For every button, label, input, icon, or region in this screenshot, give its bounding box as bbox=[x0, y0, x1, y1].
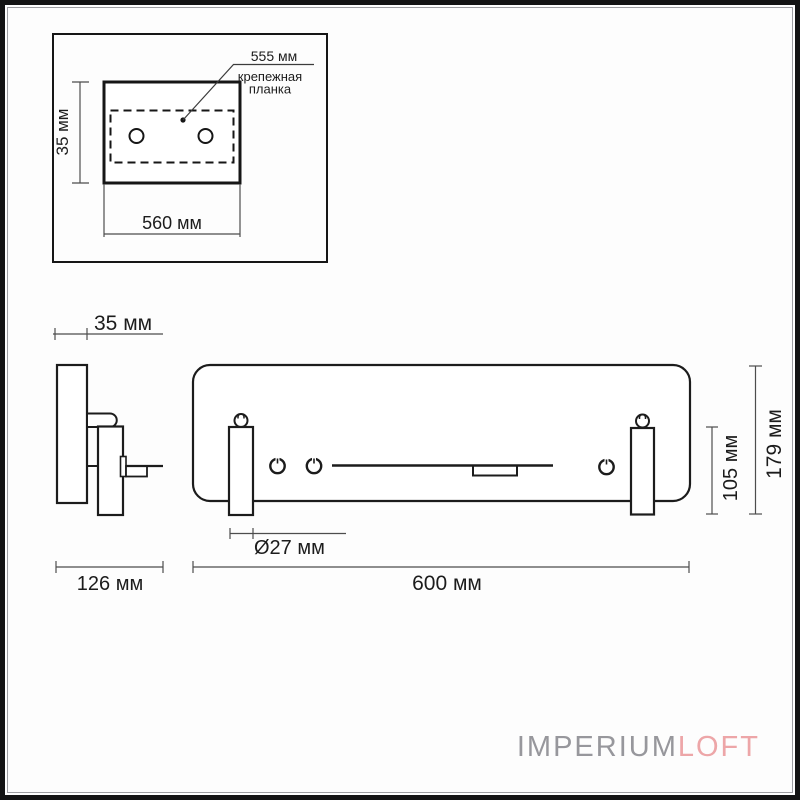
inset-width-label: 560 мм bbox=[142, 213, 202, 233]
diameter-label: Ø27 мм bbox=[254, 537, 325, 559]
mounting-inset-group: 555 мм крепежная планка 35 мм 560 мм bbox=[52, 33, 328, 263]
right-lamp-knob-slot bbox=[638, 413, 647, 419]
total-height-label: 179 мм bbox=[763, 409, 786, 479]
mounting-hole-right bbox=[197, 128, 214, 144]
mount-bar-name-line2: планка bbox=[249, 82, 292, 97]
front-lamp-cylinder-right bbox=[629, 426, 656, 516]
leader-line bbox=[182, 63, 314, 121]
front-view-group: Ø27 мм 600 мм 105 мм 179 мм bbox=[191, 363, 786, 595]
mount-bar-width-label: 555 мм bbox=[251, 48, 298, 64]
logo-imperium: IMPERIUM bbox=[516, 731, 678, 763]
side-depth-label: 126 мм bbox=[77, 573, 143, 595]
logo-loft: LOFT bbox=[677, 731, 760, 763]
switch-knob-3 bbox=[598, 458, 615, 476]
mounting-plate-outline bbox=[102, 80, 242, 185]
front-width-label: 600 мм bbox=[412, 572, 482, 595]
front-lamp-cylinder-left bbox=[227, 425, 255, 517]
side-thickness-label: 35 мм bbox=[94, 312, 152, 335]
switch-knob-2 bbox=[305, 457, 323, 475]
inset-frame bbox=[52, 33, 328, 263]
mount-bar-name-line1: крепежная bbox=[238, 69, 302, 84]
mounting-bar-dashed-outline bbox=[109, 109, 235, 164]
left-lamp-knob-slot bbox=[237, 413, 245, 419]
brand-logo: IMPERIUMLOFT bbox=[517, 733, 760, 762]
lamp-height-label: 105 мм bbox=[720, 435, 742, 501]
side-wall-plate bbox=[55, 363, 89, 505]
side-view-group: 35 мм 126 мм bbox=[53, 312, 164, 595]
inset-height-label: 35 мм bbox=[53, 108, 72, 155]
mounting-hole-left bbox=[128, 128, 145, 144]
switch-knob-1 bbox=[269, 457, 286, 475]
